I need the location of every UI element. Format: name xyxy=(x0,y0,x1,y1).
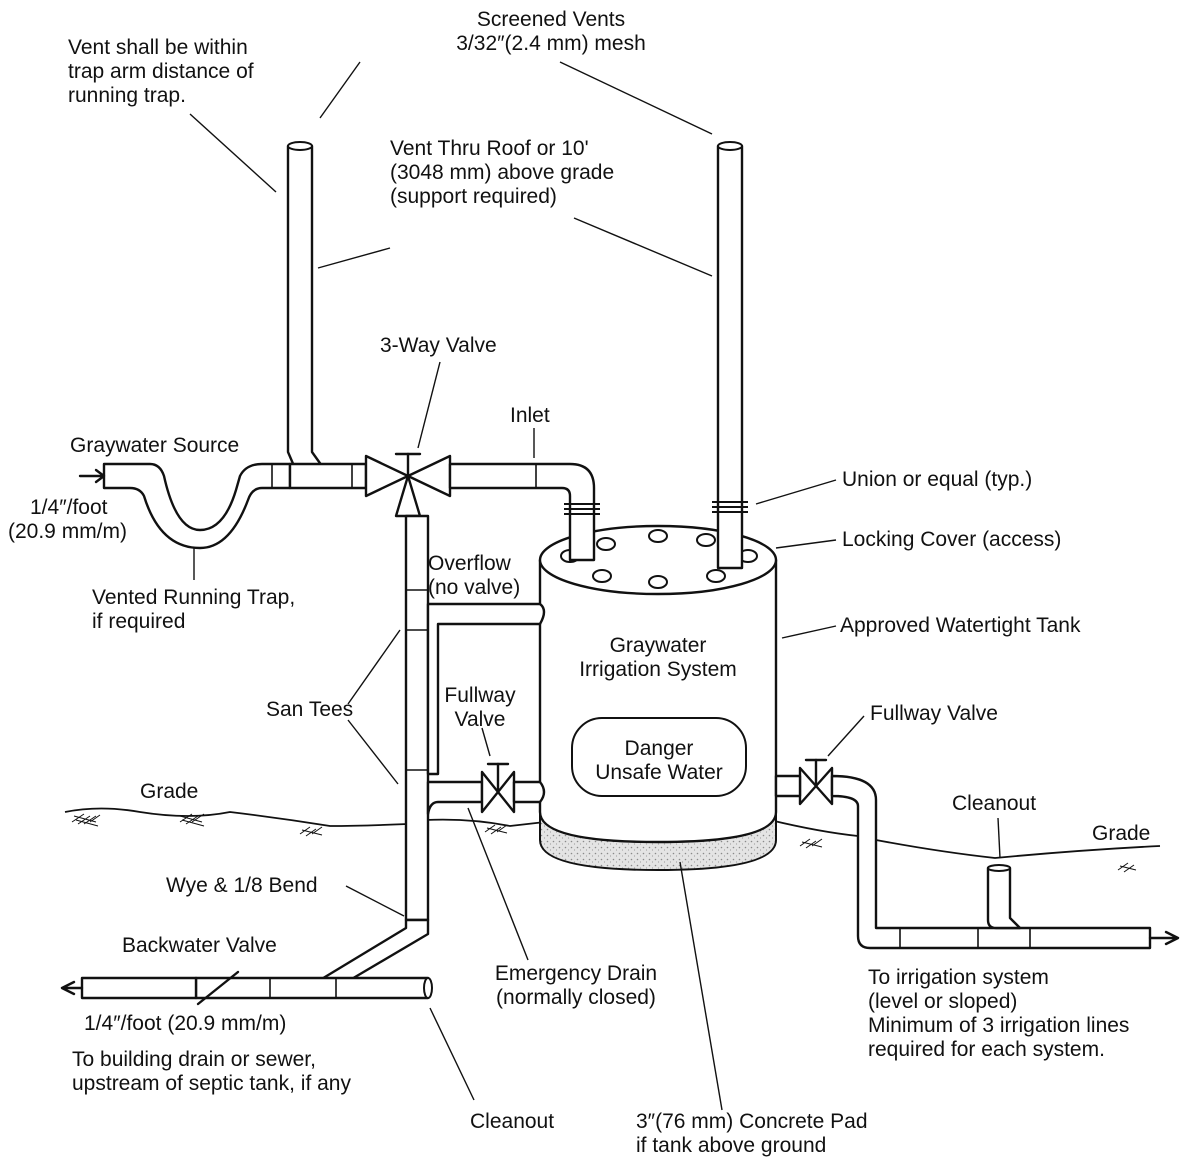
label-wye: Wye & 1/8 Bend xyxy=(166,874,318,897)
label-vent-thru-roof-line-3: (support required) xyxy=(390,185,557,208)
label-screened-vents: Screened Vents 3/32″(2.4 mm) mesh xyxy=(436,8,666,56)
label-vented-running-trap-line-2: if required xyxy=(92,610,186,633)
label-vent-within-line-3: running trap. xyxy=(68,84,186,107)
label-tank-title-line-1: Graywater xyxy=(609,634,707,657)
three-way-valve xyxy=(364,452,452,518)
label-grade-left: Grade xyxy=(140,780,199,803)
label-grade-right: Grade xyxy=(1092,822,1151,845)
label-danger: Danger Unsafe Water xyxy=(572,737,746,785)
label-slope-drain: 1/4″/foot (20.9 mm/m) xyxy=(84,1012,287,1035)
emergency-drain-pipe xyxy=(426,780,484,816)
label-fullway-valve-left: Fullway Valve xyxy=(430,684,530,732)
grade-line-left xyxy=(64,807,409,827)
grade-line-far-right xyxy=(875,839,1161,859)
label-vent-within: Vent shall be within trap arm distance o… xyxy=(68,36,254,108)
valve-feed-pipe xyxy=(288,462,368,490)
label-to-irrigation-line-1: To irrigation system xyxy=(868,966,1049,989)
label-to-irrigation-line-2: (level or sloped) xyxy=(868,990,1018,1013)
label-approved-tank: Approved Watertight Tank xyxy=(840,614,1081,637)
label-fullway-valve-right: Fullway Valve xyxy=(870,702,998,725)
label-to-irrigation-line-3: Minimum of 3 irrigation lines xyxy=(868,1014,1130,1037)
label-tank-title: Graywater Irrigation System xyxy=(548,634,768,682)
irrigation-arrow xyxy=(1148,930,1180,946)
grade-line-mid xyxy=(424,818,546,827)
right-vent-pipe xyxy=(716,144,744,570)
label-fullway-valve-left-line-2: Valve xyxy=(454,708,506,731)
backwater-valve xyxy=(196,970,240,1006)
label-locking-cover: Locking Cover (access) xyxy=(842,528,1062,551)
label-concrete-pad-line-1: 3″(76 mm) Concrete Pad xyxy=(636,1110,868,1133)
right-vent-union xyxy=(712,501,748,513)
fullway-valve-right xyxy=(798,758,834,806)
label-vent-within-line-2: trap arm distance of xyxy=(68,60,254,83)
fullway-valve-left xyxy=(480,762,516,814)
label-vent-thru-roof: Vent Thru Roof or 10' (3048 mm) above gr… xyxy=(390,137,614,209)
label-union: Union or equal (typ.) xyxy=(842,468,1033,491)
label-emergency-drain-line-2: (normally closed) xyxy=(496,986,656,1009)
label-screened-vents-line-1: Screened Vents xyxy=(476,8,626,31)
label-concrete-pad: 3″(76 mm) Concrete Pad if tank above gro… xyxy=(636,1110,868,1158)
label-emergency-drain: Emergency Drain (normally closed) xyxy=(466,962,686,1010)
label-vent-within-line-1: Vent shall be within xyxy=(68,36,248,59)
label-san-tees: San Tees xyxy=(266,698,354,721)
label-graywater-source: Graywater Source xyxy=(70,434,240,457)
leader-lines xyxy=(189,61,1001,1111)
building-drain-pipe xyxy=(194,976,430,1000)
left-vent-pipe xyxy=(286,144,324,468)
label-inlet: Inlet xyxy=(510,404,550,427)
inlet-union xyxy=(564,503,600,515)
source-arrow xyxy=(78,468,106,484)
overflow-pipe xyxy=(426,602,546,776)
graywater-tank xyxy=(538,558,778,844)
drain-arrow xyxy=(60,980,84,996)
inlet-pipe xyxy=(448,462,596,562)
cleanout-right-riser xyxy=(986,866,1022,930)
source-pipe-and-trap xyxy=(102,462,292,550)
label-vented-running-trap-line-1: Vented Running Trap, xyxy=(92,586,296,609)
label-overflow-line-1: Overflow xyxy=(428,552,511,575)
label-fullway-valve-left-line-1: Fullway xyxy=(444,684,516,707)
danger-placard xyxy=(571,717,747,797)
label-danger-line-1: Danger xyxy=(624,737,694,760)
label-cleanout-bottom: Cleanout xyxy=(470,1110,555,1133)
label-building-drain-line-1: To building drain or sewer, xyxy=(72,1048,316,1071)
label-vent-thru-roof-line-2: (3048 mm) above grade xyxy=(390,161,615,184)
label-building-drain: To building drain or sewer, upstream of … xyxy=(72,1048,351,1096)
label-building-drain-line-2: upstream of septic tank, if any xyxy=(72,1072,351,1095)
label-emergency-drain-line-1: Emergency Drain xyxy=(494,962,658,985)
label-slope-source-line-2: (20.9 mm/m) xyxy=(8,520,128,543)
label-screened-vents-line-2: 3/32″(2.4 mm) mesh xyxy=(456,32,646,55)
vertical-drain-pipe xyxy=(404,514,430,922)
label-to-irrigation-line-4: required for each system. xyxy=(868,1038,1105,1061)
earth-hatching xyxy=(71,813,1137,873)
label-slope-source: 1/4″/foot (20.9 mm/m) xyxy=(8,496,127,544)
label-backwater-valve: Backwater Valve xyxy=(122,934,277,957)
label-slope-source-line-1: 1/4″/foot xyxy=(30,496,108,519)
grade-line-right xyxy=(769,819,859,837)
irrigation-outlet-pipe xyxy=(830,774,1152,950)
label-tank-title-line-2: Irrigation System xyxy=(579,658,737,681)
label-three-way-valve: 3-Way Valve xyxy=(380,334,497,357)
label-overflow-line-2: (no valve) xyxy=(428,576,521,599)
label-danger-line-2: Unsafe Water xyxy=(595,761,723,784)
label-vent-thru-roof-line-1: Vent Thru Roof or 10' xyxy=(390,137,589,160)
label-cleanout-right: Cleanout xyxy=(952,792,1037,815)
wye-bend-pipe xyxy=(318,918,430,982)
label-concrete-pad-line-2: if tank above ground xyxy=(636,1134,827,1157)
label-overflow: Overflow (no valve) xyxy=(428,552,520,600)
label-vented-running-trap: Vented Running Trap, if required xyxy=(92,586,295,634)
label-to-irrigation: To irrigation system (level or sloped) M… xyxy=(868,966,1129,1062)
